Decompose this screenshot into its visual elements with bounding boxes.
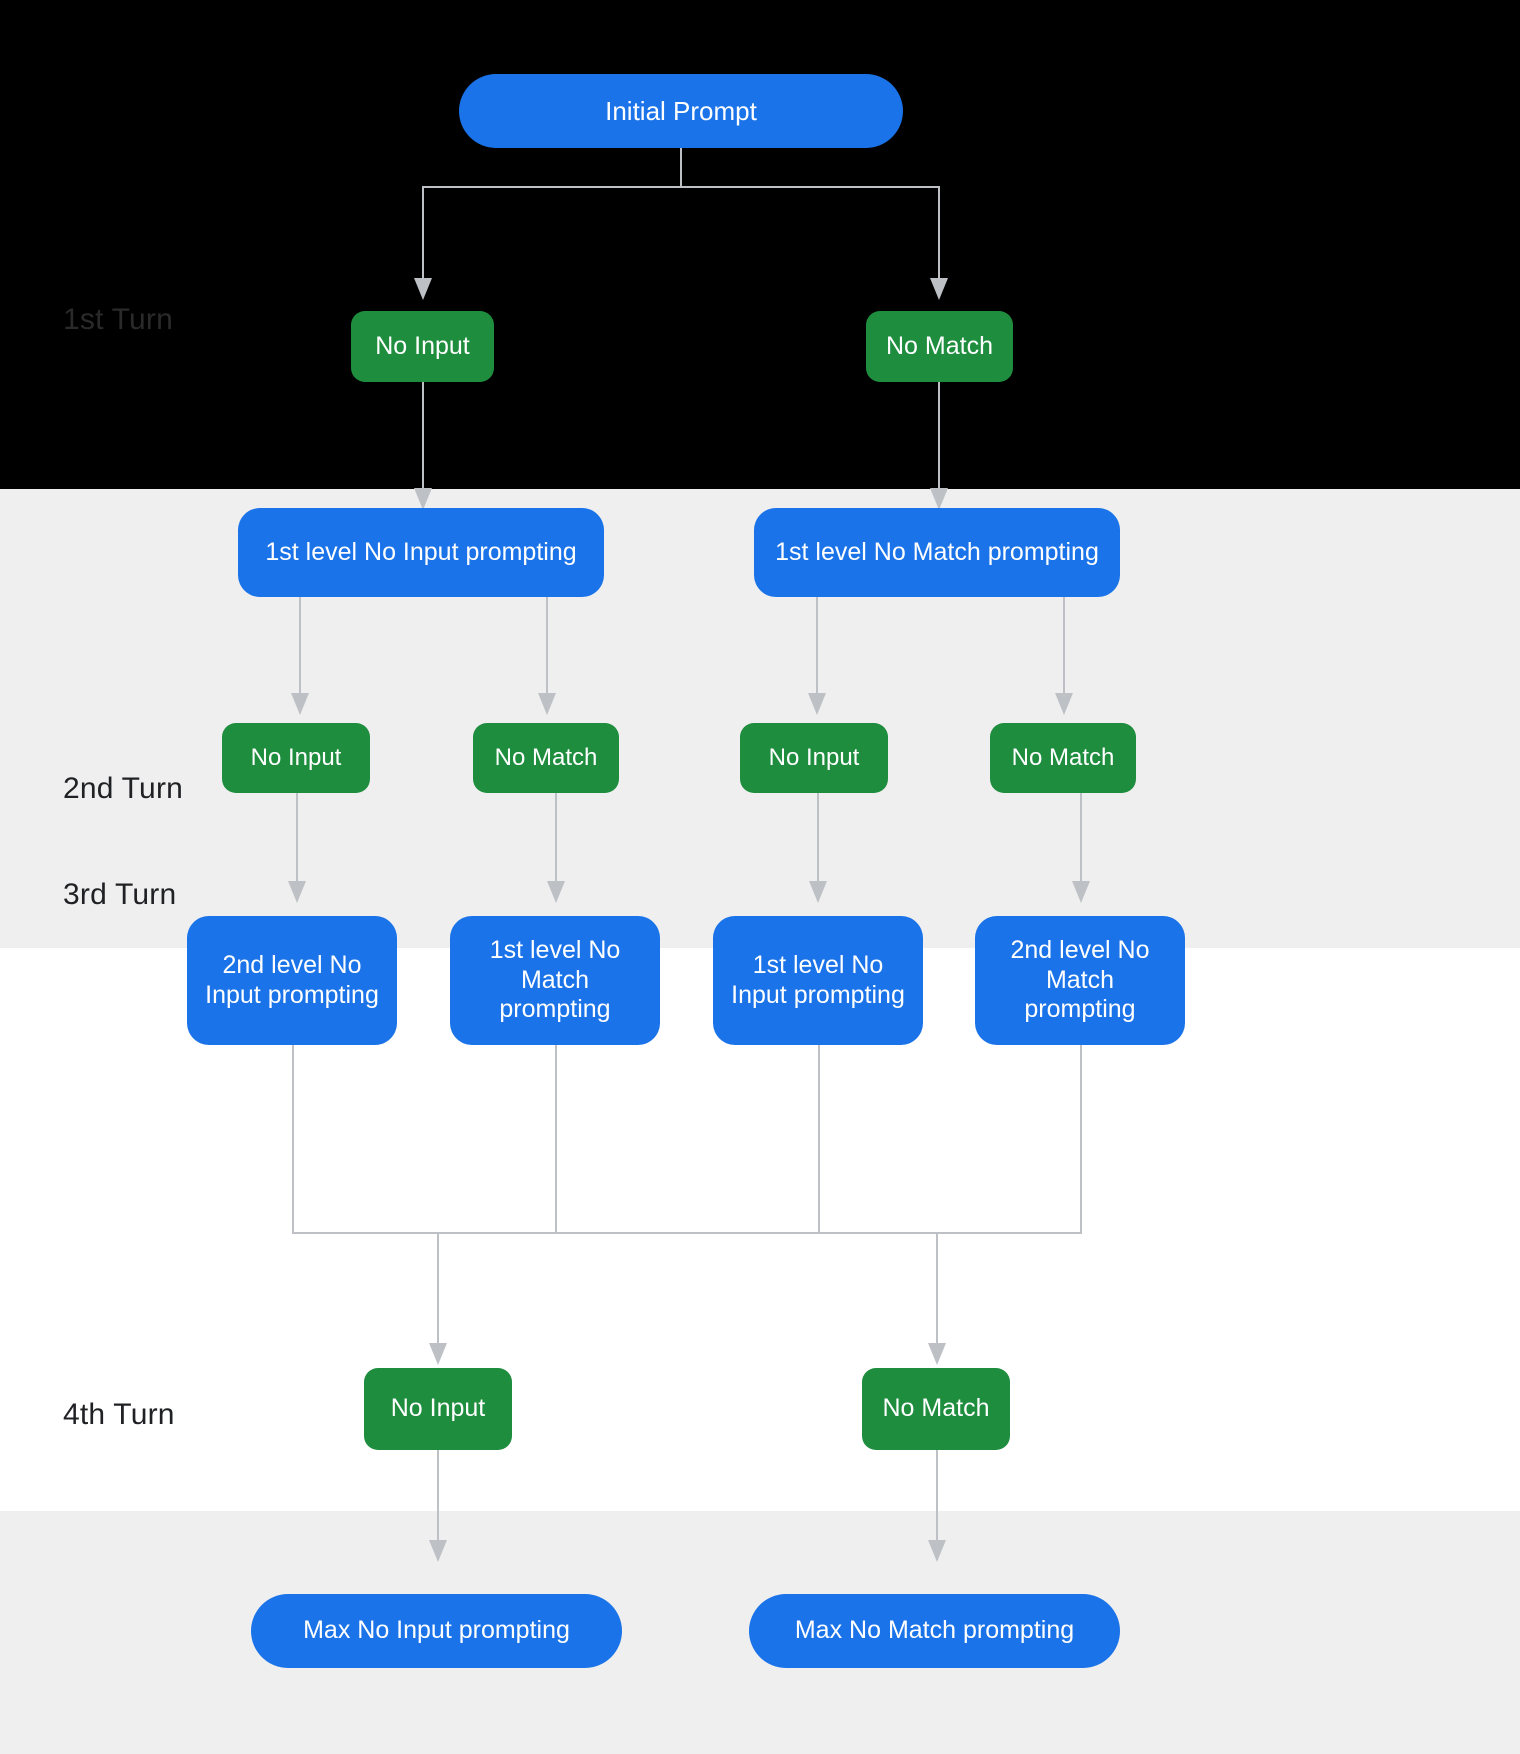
arrow-t2-left-to-no-input [291,693,309,715]
connector-t3-box1-down [292,1045,294,1232]
arrow-merge-to-no-match [928,1343,946,1365]
node-t4-max-no-input[interactable]: Max No Input prompting [251,1594,622,1668]
turn-label-4th: 4th Turn [63,1398,175,1431]
node-t2-no-input-b-label: No Input [768,743,860,771]
arrow-t2-no-input-b-down [809,881,827,903]
connector-t3-no-input-down [437,1450,439,1544]
arrow-t2-no-match-a-down [547,881,565,903]
node-t2-prompt-no-input[interactable]: 1st level No Input prompting [238,508,604,597]
connector-initial-to-no-input [422,186,424,282]
node-initial-prompt[interactable]: Initial Prompt [459,74,903,148]
node-t1-no-input[interactable]: No Input [351,311,494,382]
arrow-t1-no-input-down [414,488,432,510]
node-t2-no-match-a-label: No Match [494,743,598,771]
connector-t2-left-to-no-match [546,597,548,697]
connector-t3-box3-down [818,1045,820,1232]
node-t2-no-match-b-label: No Match [1011,743,1115,771]
node-t3-no-input-label: No Input [390,1394,486,1423]
connector-t1-no-input-down [422,382,424,493]
node-t2-prompt-no-match[interactable]: 1st level No Match prompting [754,508,1120,597]
connector-merge-to-no-match [936,1232,938,1347]
node-t3-no-input[interactable]: No Input [364,1368,512,1450]
node-t1-no-match[interactable]: No Match [866,311,1013,382]
node-t4-max-no-input-label: Max No Input prompting [303,1616,570,1645]
node-t4-max-no-match[interactable]: Max No Match prompting [749,1594,1120,1668]
connector-t3-no-match-down [936,1450,938,1544]
turn-label-2nd: 2nd Turn [63,772,184,805]
connector-t2-left-to-no-input [299,597,301,697]
turn-label-1st: 1st Turn [63,303,173,336]
node-t3-prompt-2nd-no-input[interactable]: 2nd level No Input prompting [187,916,397,1045]
connector-initial-to-no-match [938,186,940,282]
arrow-t1-no-match-down [930,488,948,510]
arrow-t3-no-match-down [928,1540,946,1562]
connector-t2-right-to-no-match [1063,597,1065,697]
node-t3-prompt-1st-no-match[interactable]: 1st level No Match prompting [450,916,660,1045]
arrow-t2-left-to-no-match [538,693,556,715]
node-t4-max-no-match-label: Max No Match prompting [794,1616,1075,1645]
connector-t2-no-input-a-down [296,793,298,885]
node-t2-no-input-a[interactable]: No Input [222,723,370,793]
arrow-initial-to-no-input [414,278,432,300]
node-t2-no-input-b[interactable]: No Input [740,723,888,793]
node-t2-no-input-a-label: No Input [250,743,342,771]
node-t1-no-match-label: No Match [886,331,993,360]
connector-t3-merge-bus [292,1232,1082,1234]
node-t1-no-input-label: No Input [375,331,470,360]
node-t2-no-match-a[interactable]: No Match [473,723,619,793]
connector-initial-bus [422,186,940,188]
connector-t2-no-input-b-down [817,793,819,885]
arrow-t2-right-to-no-input [808,693,826,715]
node-t2-prompt-no-match-label: 1st level No Match prompting [775,537,1099,566]
node-t3-no-match[interactable]: No Match [862,1368,1010,1450]
node-t3-prompt-2nd-no-input-label: 2nd level No Input prompting [205,951,379,1009]
node-t2-no-match-b[interactable]: No Match [990,723,1136,793]
connector-t1-no-match-down [938,382,940,493]
arrow-t2-no-input-a-down [288,881,306,903]
connector-t2-no-match-a-down [555,793,557,885]
connector-initial-down [680,147,682,186]
connector-t3-box2-down [555,1045,557,1232]
arrow-t2-right-to-no-match [1055,693,1073,715]
node-t3-prompt-1st-no-input-label: 1st level No Input prompting [731,951,905,1009]
node-initial-prompt-label: Initial Prompt [605,95,757,126]
node-t3-prompt-2nd-no-match[interactable]: 2nd level No Match prompting [975,916,1185,1045]
node-t3-prompt-2nd-no-match-label: 2nd level No Match prompting [1010,936,1150,1024]
node-t3-prompt-1st-no-match-label: 1st level No Match prompting [489,936,621,1024]
node-t2-prompt-no-input-label: 1st level No Input prompting [265,537,577,566]
arrow-initial-to-no-match [930,278,948,300]
connector-t3-box4-down [1080,1045,1082,1232]
connector-t2-right-to-no-input [816,597,818,697]
arrow-t3-no-input-down [429,1540,447,1562]
connector-t2-no-match-b-down [1080,793,1082,885]
connector-merge-to-no-input [437,1232,439,1347]
arrow-t2-no-match-b-down [1072,881,1090,903]
arrow-merge-to-no-input [429,1343,447,1365]
node-t3-no-match-label: No Match [882,1394,990,1423]
node-t3-prompt-1st-no-input[interactable]: 1st level No Input prompting [713,916,923,1045]
turn-label-3rd: 3rd Turn [63,878,177,911]
